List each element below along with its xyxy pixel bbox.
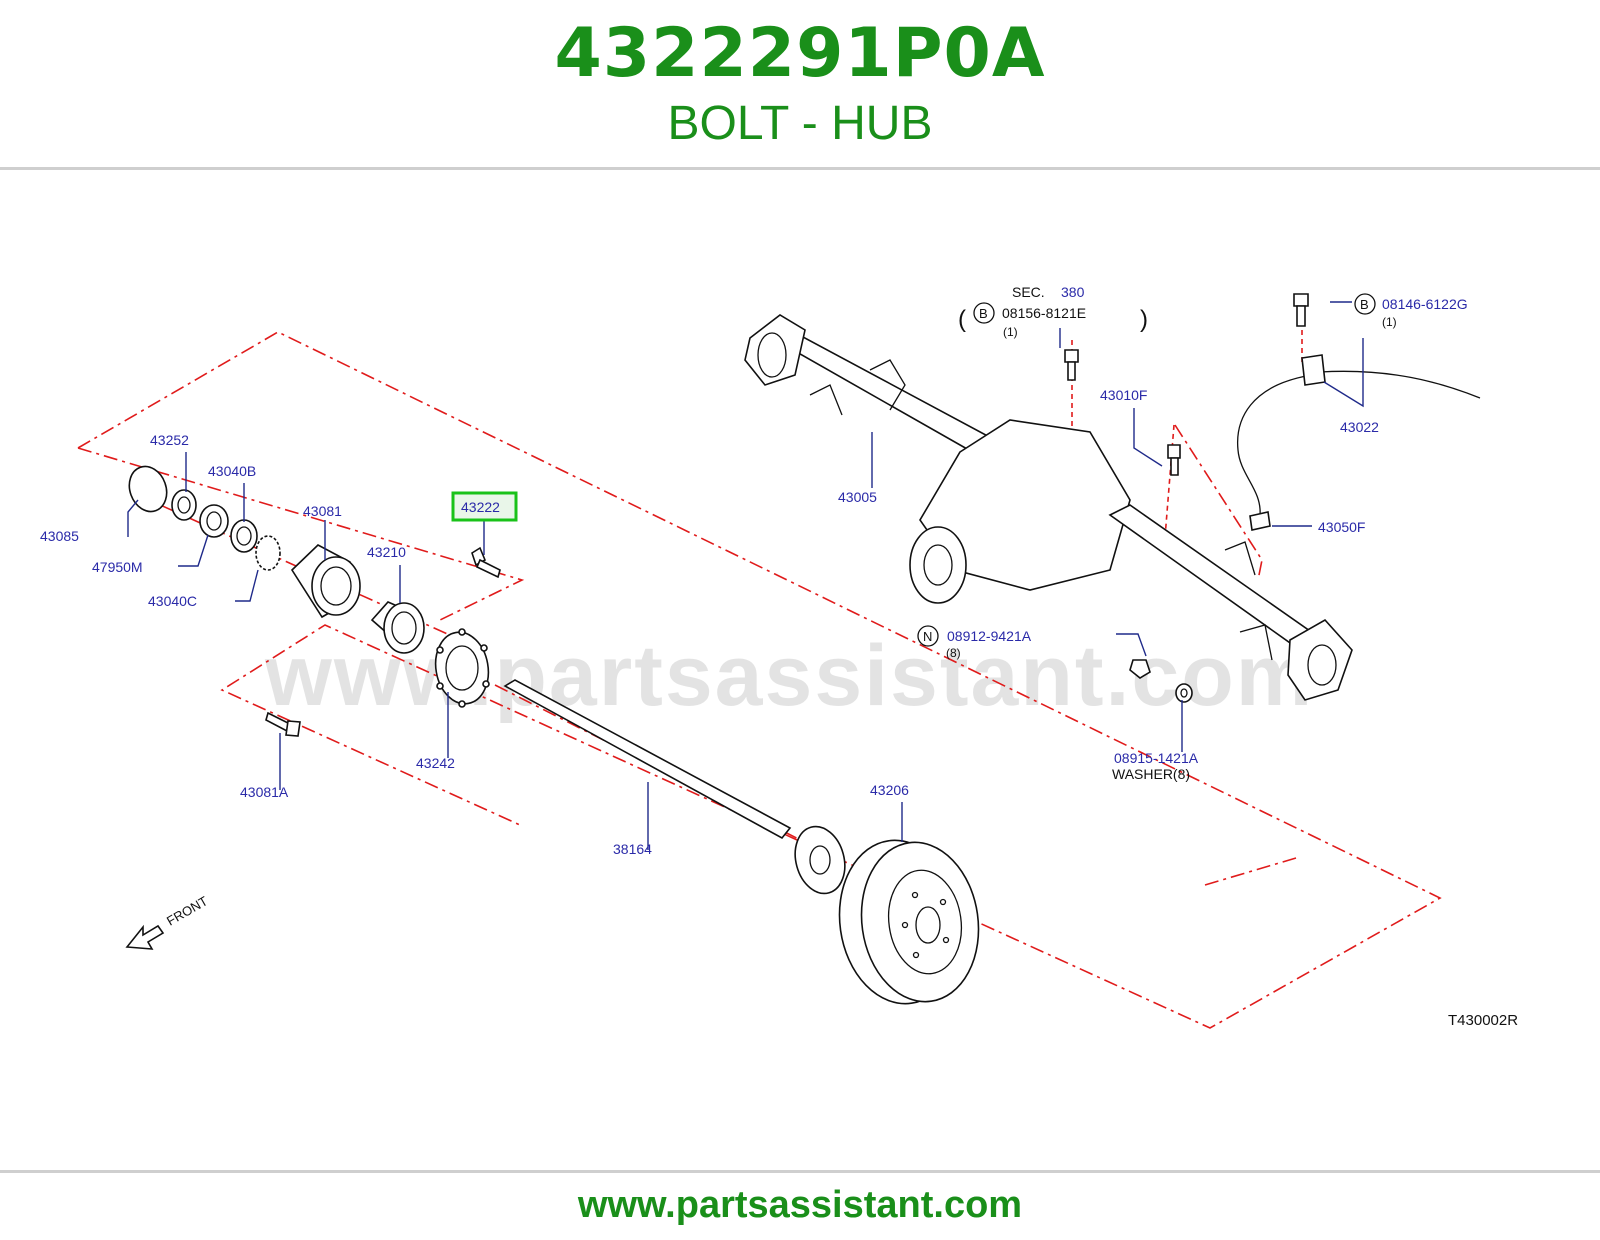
callout-43040C[interactable]: 43040C <box>148 593 197 609</box>
o-ring-43085 <box>128 465 168 513</box>
callout-43085[interactable]: 43085 <box>40 528 79 544</box>
seal-47950M <box>199 504 229 538</box>
paren-close: ) <box>1140 306 1148 333</box>
brake-drum-43206 <box>838 839 980 1005</box>
header-divider <box>0 167 1600 170</box>
hub-bolt-43222 <box>471 546 501 579</box>
callout-08156-8121E[interactable]: 08156-8121E <box>1002 305 1086 321</box>
marker-n: N <box>923 629 932 644</box>
part-name-subtitle: BOLT - HUB <box>667 97 933 150</box>
callout-43081A[interactable]: 43081A <box>240 784 289 800</box>
footer-url-link[interactable]: www.partsassistant.com <box>577 1184 1023 1226</box>
sec-number-link[interactable]: 380 <box>1061 284 1085 300</box>
qty-08156: (1) <box>1003 325 1018 339</box>
callout-43210[interactable]: 43210 <box>367 544 406 560</box>
bearing-43210 <box>370 601 425 654</box>
seal-43252 <box>171 489 197 521</box>
front-label: FRONT <box>164 893 210 928</box>
part-number-title: 4322291P0A <box>554 14 1046 93</box>
front-arrow-icon <box>125 924 165 950</box>
highlight-box-43222 <box>451 491 518 522</box>
axle-housing-43005 <box>744 314 1353 701</box>
callout-43222-highlighted[interactable]: 43222 <box>461 499 500 515</box>
callout-47950M[interactable]: 47950M <box>92 559 143 575</box>
qty-08146: (1) <box>1382 315 1397 329</box>
page-header: 4322291P0A BOLT - HUB <box>0 0 1600 168</box>
marker-b-2: B <box>1360 297 1369 312</box>
footer-divider <box>0 1170 1600 1173</box>
front-arrow: FRONT <box>125 893 210 950</box>
hub-components <box>128 465 980 1005</box>
callout-43022[interactable]: 43022 <box>1340 419 1379 435</box>
parts-diagram: www.partsassistant.com <box>0 170 1600 1170</box>
parts-diagram-svg: www.partsassistant.com <box>40 284 1518 1029</box>
spacer-43040B <box>230 519 258 553</box>
hardware-right <box>1064 293 1481 703</box>
hub-housing-43081 <box>290 544 361 619</box>
callout-43040B[interactable]: 43040B <box>208 463 256 479</box>
marker-b-1: B <box>979 306 988 321</box>
callout-43050F[interactable]: 43050F <box>1318 519 1365 535</box>
washer-qty: WASHER(8) <box>1112 766 1190 782</box>
axle-shaft-38164 <box>503 679 846 895</box>
marker-b-circle <box>973 302 995 324</box>
callout-08146-6122G[interactable]: 08146-6122G <box>1382 296 1468 312</box>
watermark: www.partsassistant.com <box>264 628 1314 724</box>
callout-08915-1421A[interactable]: 08915-1421A <box>1114 750 1199 766</box>
callout-38164[interactable]: 38164 <box>613 841 652 857</box>
qty-08912: (8) <box>946 646 961 660</box>
backing-plate-43242 <box>434 628 490 708</box>
bolt-43081A <box>265 711 301 737</box>
sensor-ring-43040C <box>255 535 281 571</box>
leader-lines <box>127 301 1364 850</box>
sec-prefix: SEC. <box>1012 284 1045 300</box>
callout-43252[interactable]: 43252 <box>150 432 189 448</box>
callout-43081[interactable]: 43081 <box>303 503 342 519</box>
diagram-code: T430002R <box>1448 1012 1518 1029</box>
callout-43206[interactable]: 43206 <box>870 782 909 798</box>
callout-43010F[interactable]: 43010F <box>1100 387 1147 403</box>
callout-43005[interactable]: 43005 <box>838 489 877 505</box>
paren-open: ( <box>958 306 966 333</box>
callout-43242[interactable]: 43242 <box>416 755 455 771</box>
marker-b2-circle <box>1354 293 1376 315</box>
callout-08912-9421A[interactable]: 08912-9421A <box>947 628 1032 644</box>
marker-n-circle <box>917 625 939 647</box>
